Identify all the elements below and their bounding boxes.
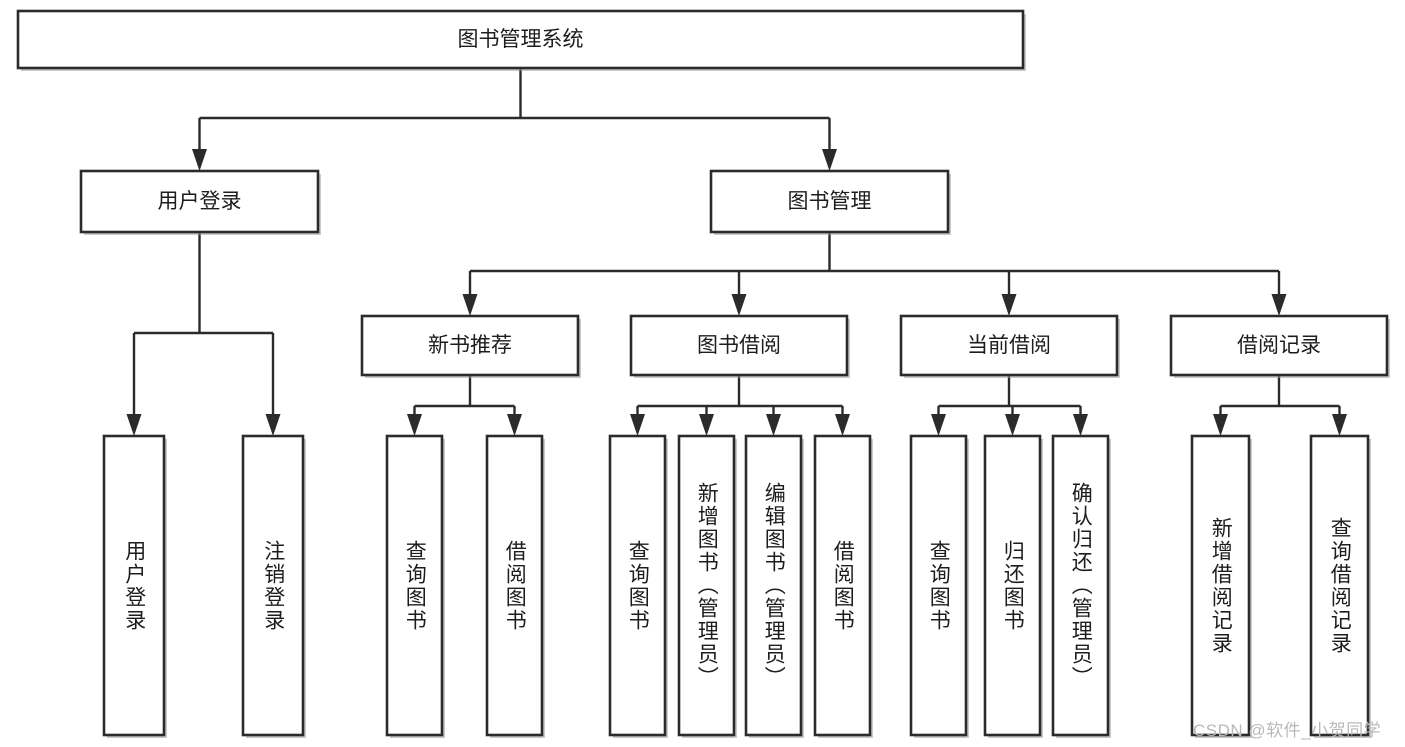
leaf-node-注销登录[interactable] (241, 434, 306, 738)
leaf-node-新增图书管理员[interactable] (677, 434, 737, 738)
node-box[interactable] (677, 434, 736, 737)
node-box[interactable] (16, 9, 1025, 70)
arrow-head-icon (1073, 414, 1088, 436)
leaf-node-借阅图书[interactable] (813, 434, 873, 738)
arrow-head-icon (822, 149, 837, 171)
node-box[interactable] (1169, 314, 1389, 377)
connector-group-新书推荐 (407, 375, 522, 436)
arrow-head-icon (731, 294, 747, 316)
node-用户登录[interactable]: 用户登录 (79, 169, 321, 235)
node-label: 图书管理系统 (458, 28, 584, 51)
node-box[interactable] (385, 434, 444, 737)
node-图书借阅[interactable]: 图书借阅 (629, 314, 850, 378)
node-当前借阅[interactable]: 当前借阅 (899, 314, 1120, 378)
leaf-node-用户登录[interactable] (102, 434, 167, 738)
node-借阅记录[interactable]: 借阅记录 (1169, 314, 1390, 378)
leaf-node-查询图书[interactable] (909, 434, 969, 738)
node-新书推荐[interactable]: 新书推荐 (360, 314, 581, 378)
leaf-node-借阅图书[interactable] (485, 434, 545, 738)
leaf-node-查询图书[interactable] (608, 434, 668, 738)
node-box[interactable] (1190, 434, 1251, 737)
node-box[interactable] (899, 314, 1119, 377)
connector-group-借阅记录 (1213, 375, 1347, 436)
node-label: 图书借阅 (697, 334, 781, 357)
node-box[interactable] (79, 169, 320, 234)
arrow-head-icon (265, 414, 281, 436)
node-box[interactable] (709, 169, 950, 234)
connector-layer (126, 68, 1347, 436)
leaf-node-编辑图书管理员[interactable] (744, 434, 804, 738)
arrow-head-icon (507, 414, 522, 436)
node-box[interactable] (360, 314, 580, 377)
node-box[interactable] (813, 434, 872, 737)
arrow-head-icon (1005, 414, 1020, 436)
connector-group-图书借阅 (630, 375, 850, 436)
node-box[interactable] (485, 434, 544, 737)
connector-group-当前借阅 (931, 375, 1088, 436)
node-label: 图书管理 (788, 190, 872, 213)
node-box[interactable] (241, 434, 305, 737)
arrow-head-icon (835, 414, 850, 436)
arrow-head-icon (630, 414, 645, 436)
arrow-head-icon (462, 294, 478, 316)
arrow-head-icon (1332, 414, 1347, 436)
node-label: 新书推荐 (428, 334, 512, 357)
node-label: 用户登录 (158, 190, 242, 213)
leaf-node-查询借阅记录[interactable] (1309, 434, 1371, 738)
arrow-head-icon (407, 414, 422, 436)
node-box[interactable] (1309, 434, 1370, 737)
node-label: 借阅记录 (1237, 334, 1321, 357)
arrow-head-icon (1001, 294, 1017, 316)
connector-group-图书管理 (462, 232, 1287, 316)
node-box[interactable] (608, 434, 667, 737)
watermark-text: CSDN @软件_小贺同学 (1193, 721, 1382, 740)
connector-group-用户登录 (126, 232, 281, 436)
node-box[interactable] (629, 314, 849, 377)
arrow-head-icon (699, 414, 714, 436)
node-box[interactable] (909, 434, 968, 737)
arrow-head-icon (931, 414, 946, 436)
node-box[interactable] (1051, 434, 1110, 737)
arrow-head-icon (192, 149, 207, 171)
connector-group-图书管理系统 (192, 68, 837, 171)
node-box[interactable] (744, 434, 803, 737)
leaf-node-新增借阅记录[interactable] (1190, 434, 1252, 738)
node-图书管理[interactable]: 图书管理 (709, 169, 951, 235)
leaf-node-归还图书[interactable] (983, 434, 1043, 738)
node-box[interactable] (102, 434, 166, 737)
node-box[interactable] (983, 434, 1042, 737)
arrow-head-icon (126, 414, 142, 436)
node-label: 当前借阅 (967, 334, 1051, 357)
arrow-head-icon (1271, 294, 1287, 316)
arrow-head-icon (1213, 414, 1228, 436)
node-图书管理系统[interactable]: 图书管理系统 (16, 9, 1026, 71)
leaf-node-查询图书[interactable] (385, 434, 445, 738)
leaf-node-确认归还管理员[interactable] (1051, 434, 1111, 738)
arrow-head-icon (766, 414, 781, 436)
